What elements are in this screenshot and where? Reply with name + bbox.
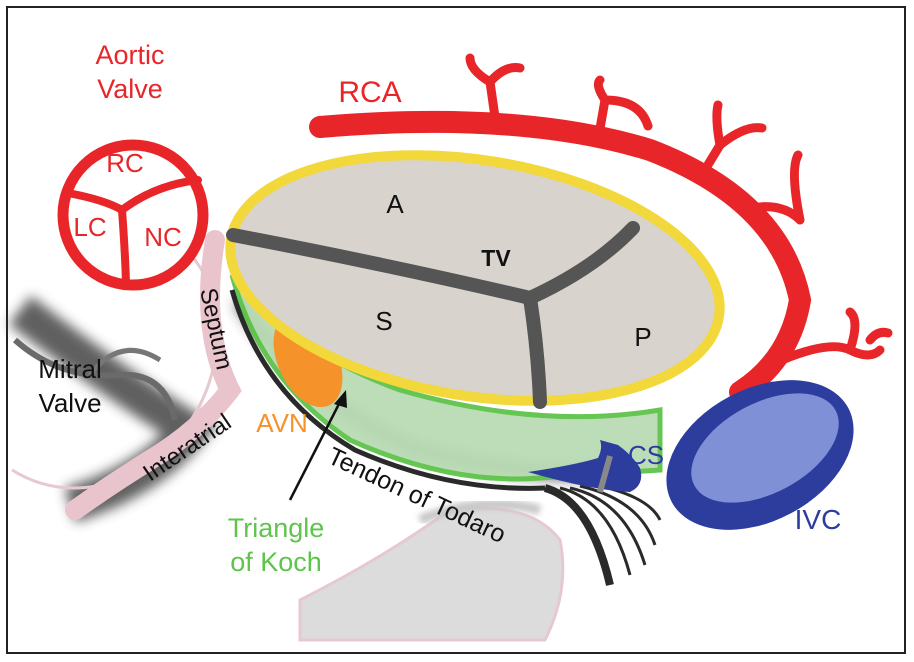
lc-label: LC <box>73 212 106 242</box>
rca-vessel <box>309 110 812 403</box>
tricuspid-leaflet-lines <box>226 221 640 409</box>
leaflet-p-label: P <box>634 322 651 352</box>
triangle-of-koch-label-1: Triangle <box>228 513 325 543</box>
lower-gray-region <box>298 506 565 642</box>
tv-label: TV <box>481 245 511 271</box>
mitral-valve-line-2 <box>88 347 162 377</box>
cs-label: CS <box>628 440 664 470</box>
ivc-label: IVC <box>795 504 842 535</box>
mitral-valve-label-1: Mitral <box>38 354 102 384</box>
tendon-fiber-4 <box>579 484 657 546</box>
rca-label: RCA <box>338 76 401 109</box>
aortic-valve-label-2: Valve <box>97 74 163 104</box>
ivc-inner <box>691 393 839 503</box>
leaflet-a-label: A <box>386 189 404 219</box>
tendon-fiber-3 <box>569 486 647 566</box>
leaflet-s-label: S <box>375 306 392 336</box>
tendon-fiber-2 <box>559 486 632 576</box>
aortic-valve-cusp-lines <box>64 176 202 287</box>
cs-valve-line <box>597 455 613 493</box>
koch-dark-border <box>229 289 546 491</box>
triangle-of-koch-arrow <box>288 390 347 501</box>
septum-label: Septum <box>194 286 238 373</box>
nc-label: NC <box>144 222 182 252</box>
aortic-valve-label-1: Aortic <box>95 40 164 70</box>
rc-label: RC <box>106 148 144 178</box>
tendon-fiber-1 <box>543 484 614 586</box>
avn-label: AVN <box>256 408 308 438</box>
triangle-of-koch-label-2: of Koch <box>230 547 322 577</box>
lower-gray-shadow <box>418 499 542 525</box>
mitral-valve-label-2: Valve <box>38 388 101 418</box>
coronary-sinus <box>528 440 642 492</box>
mitral-valve-line <box>13 337 178 421</box>
aortic-valve-ring <box>57 139 209 291</box>
rca-branches <box>465 53 893 365</box>
interatrial-septum-band <box>65 230 242 520</box>
